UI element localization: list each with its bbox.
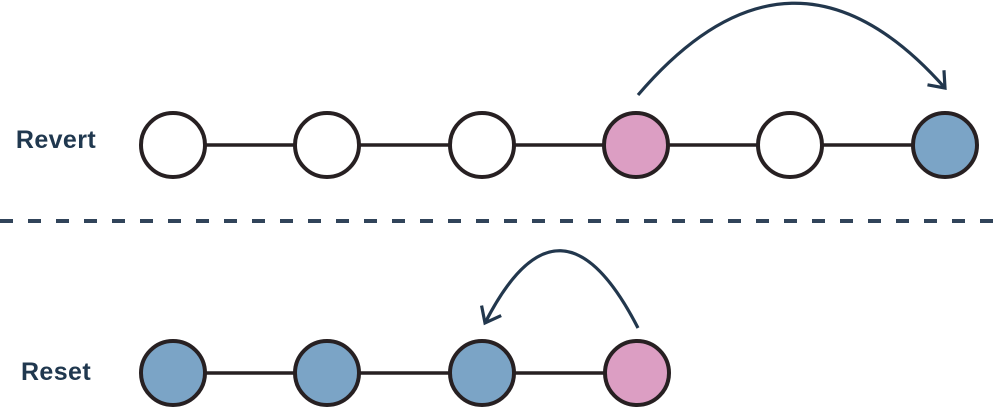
reset-commit-node-pink bbox=[603, 339, 671, 407]
reset-arrow bbox=[480, 249, 640, 329]
revert-commit-node-white bbox=[139, 111, 207, 179]
revert-commit-node-pink bbox=[602, 111, 670, 179]
reset-commit-node-blue bbox=[293, 339, 361, 407]
revert-label: Revert bbox=[15, 126, 97, 154]
reset-commit-node-blue bbox=[448, 339, 516, 407]
revert-commit-node-blue bbox=[911, 111, 979, 179]
reset-label: Reset bbox=[20, 358, 92, 386]
revert-commit-node-white bbox=[756, 111, 824, 179]
revert-commit-node-white bbox=[448, 111, 516, 179]
revert-commit-node-white bbox=[293, 111, 361, 179]
revert-arrow bbox=[636, 1, 947, 97]
reset-commit-node-blue bbox=[139, 339, 207, 407]
